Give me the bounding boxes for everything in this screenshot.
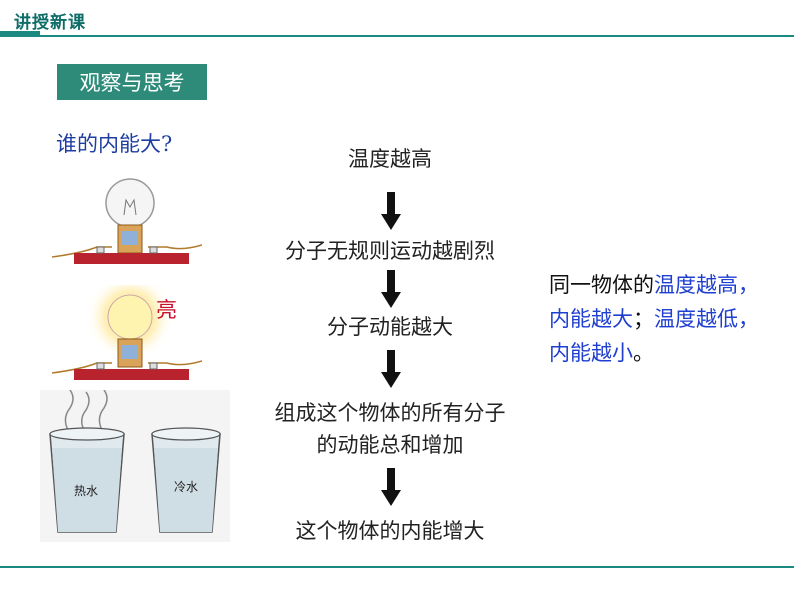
bright-label: 亮	[156, 298, 177, 322]
conclusion-line-1: 同一物体的温度越高，	[549, 268, 794, 302]
step-kinetic: 分子动能越大	[327, 315, 453, 339]
down-arrow-icon	[381, 350, 401, 388]
water-cups-illustration	[40, 390, 230, 542]
down-arrow-icon	[381, 270, 401, 308]
header-title: 讲授新课	[14, 13, 86, 33]
conclusion-text: 同一物体的温度越高， 内能越大；温度越低， 内能越小。	[549, 268, 794, 370]
step-temperature: 温度越高	[348, 147, 432, 171]
conclusion-segment: 。	[633, 341, 654, 365]
section-tag: 观察与思考	[57, 64, 207, 100]
conclusion-highlight: 内能越小	[549, 341, 633, 365]
conclusion-segment: 同一物体的	[549, 273, 654, 297]
step-sum-line1: 组成这个物体的所有分子	[274, 401, 506, 425]
conclusion-line-2: 内能越大；温度越低，	[549, 302, 794, 336]
conclusion-line-3: 内能越小。	[549, 336, 794, 370]
cold-water-label: 冷水	[174, 480, 199, 494]
hot-water-label: 热水	[74, 484, 99, 498]
footer-divider	[0, 566, 794, 568]
question-text: 谁的内能大?	[56, 132, 173, 156]
bulb-lit-illustration	[52, 285, 202, 380]
header-accent	[0, 31, 40, 37]
down-arrow-icon	[381, 468, 401, 506]
step-sum-line2: 的动能总和增加	[316, 433, 464, 457]
down-arrow-icon	[381, 192, 401, 230]
conclusion-highlight: 内能越大	[549, 307, 633, 331]
step-internal-energy: 这个物体的内能增大	[295, 519, 485, 543]
conclusion-highlight: 温度越高，	[654, 273, 759, 297]
header-divider	[0, 35, 794, 37]
bulb-off-illustration	[52, 178, 202, 264]
step-motion: 分子无规则运动越剧烈	[285, 239, 495, 263]
conclusion-segment: ；	[633, 307, 654, 331]
conclusion-highlight: 温度越低，	[654, 307, 759, 331]
